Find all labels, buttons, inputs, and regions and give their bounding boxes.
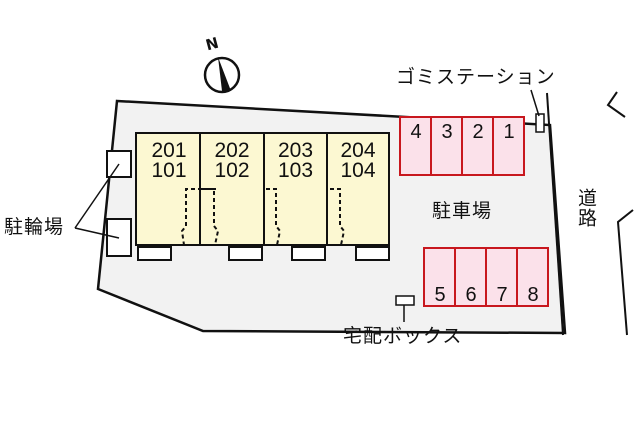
unit-lower-number: 101	[151, 159, 187, 182]
compass-icon	[203, 56, 241, 94]
parking-spot-1: 1	[503, 121, 515, 143]
unit-upper-number: 204	[340, 139, 376, 162]
parking-spot-5: 5	[434, 284, 446, 306]
unit-4: 204 104	[327, 139, 389, 182]
unit-upper-number: 201	[151, 139, 187, 162]
unit-1: 201 101	[138, 139, 200, 182]
apartment-building	[135, 132, 390, 261]
parking-spot-2: 2	[472, 121, 484, 143]
road-edge-right-bottom	[616, 209, 634, 336]
parking-spot-3: 3	[441, 121, 453, 143]
bicycle-parking-label: 駐輪場	[4, 216, 65, 238]
parking-spot-4: 4	[410, 121, 422, 143]
unit-upper-number: 202	[214, 139, 250, 162]
unit-lower-number: 104	[340, 159, 376, 182]
parking-row-bottom	[423, 247, 549, 307]
parking-row-top	[399, 116, 525, 176]
garbage-station-label: ゴミステーション	[396, 66, 556, 88]
unit-lower-number: 102	[214, 159, 250, 182]
unit-3: 203 103	[264, 139, 327, 182]
road-edge-left	[546, 92, 564, 336]
delivery-box-label: 宅配ボックス	[343, 325, 463, 347]
parking-spot-7: 7	[496, 284, 508, 306]
parking-spot-8: 8	[527, 284, 539, 306]
delivery-box	[395, 295, 415, 306]
bicycle-parking-2	[106, 218, 132, 257]
unit-lower-number: 103	[277, 159, 314, 182]
parking-lot-label: 駐車場	[432, 200, 493, 222]
unit-upper-number: 203	[277, 139, 314, 162]
road-edge-right-top	[606, 91, 626, 118]
parking-spot-6: 6	[465, 284, 477, 306]
garbage-station	[535, 113, 545, 133]
road-label: 道路	[575, 188, 597, 228]
unit-2: 202 102	[200, 139, 264, 182]
